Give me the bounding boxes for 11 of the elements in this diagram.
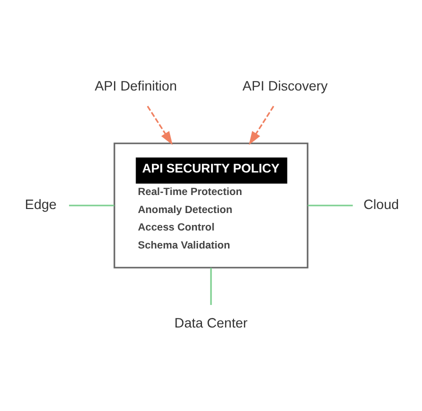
node-box: API SECURITY POLICY Real-Time Protection Anomaly Detection Access Control Schema Validation [114,142,308,268]
node-text: API Discovery [242,78,328,94]
node-text: Data Center [174,316,248,331]
node-text: Edge [24,197,57,212]
connector [69,204,114,206]
arrow [248,106,274,145]
node-text: API Definition [94,78,177,94]
connector [210,268,212,305]
node-text: Cloud [364,197,399,212]
arrow [146,106,173,145]
connector [308,204,353,206]
